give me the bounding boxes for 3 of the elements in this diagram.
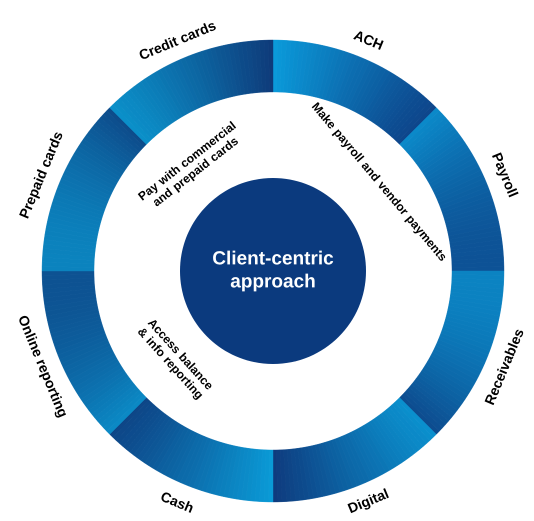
segment-label: Cash <box>161 492 193 513</box>
segment-label: Credit cards <box>140 23 216 59</box>
segment-label: ACH <box>353 31 384 50</box>
